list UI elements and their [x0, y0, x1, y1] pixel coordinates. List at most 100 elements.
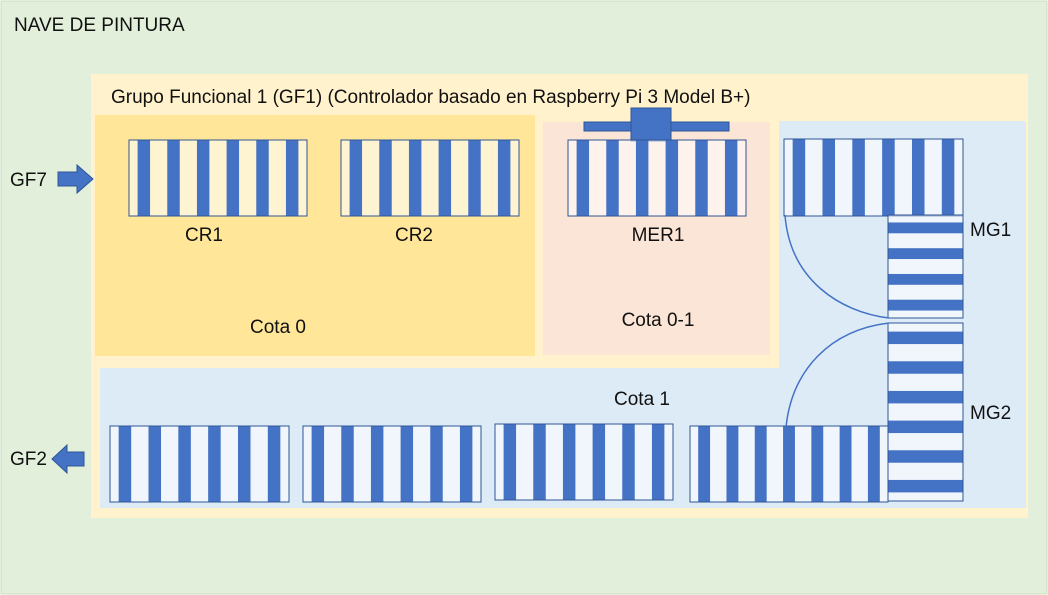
- conveyor-roller: [562, 424, 576, 500]
- conveyor-roller: [635, 140, 649, 216]
- cota0-label: Cota 0: [250, 317, 306, 338]
- conveyor-roller: [724, 140, 738, 216]
- group-title: Grupo Funcional 1 (GF1) (Controlador bas…: [111, 87, 750, 108]
- conveyor-cota1-4: [689, 425, 889, 503]
- conveyor-cr1: [128, 139, 308, 217]
- conveyor-body: [303, 426, 481, 502]
- conveyor-roller: [379, 140, 392, 216]
- mg2-curve: [785, 322, 890, 428]
- conveyor-roller: [196, 140, 210, 216]
- conveyor-roller: [783, 426, 795, 502]
- conveyor-frame: [783, 138, 964, 217]
- conveyor-roller: [226, 140, 240, 216]
- conveyor-roller: [665, 140, 679, 216]
- conveyor-roller: [888, 299, 963, 311]
- conveyor-body: [341, 140, 519, 216]
- conveyor-frame: [128, 139, 308, 217]
- conveyor-roller: [695, 140, 708, 216]
- conveyor-roller: [888, 331, 963, 345]
- hall-title: NAVE DE PINTURA: [14, 15, 185, 36]
- conveyor-roller: [888, 222, 963, 234]
- conveyor-roller: [888, 361, 963, 374]
- conveyor-roller: [792, 139, 806, 216]
- mg1-label: MG1: [970, 220, 1011, 241]
- conveyor-roller: [576, 140, 590, 216]
- conveyor-frame: [887, 214, 964, 319]
- conveyor-mg1: [887, 214, 964, 319]
- conveyor-roller: [497, 140, 511, 216]
- conveyor-body: [495, 424, 673, 500]
- conveyor-roller: [867, 426, 880, 502]
- conveyor-roller: [178, 426, 191, 502]
- conveyor-roller: [726, 426, 739, 502]
- conveyor-roller: [822, 139, 836, 216]
- cr1-label: CR1: [185, 225, 223, 246]
- conveyor-roller: [468, 140, 481, 216]
- arrow-left-icon: [51, 443, 85, 475]
- conveyor-roller: [148, 426, 162, 502]
- conveyor-roller: [533, 424, 546, 500]
- conveyor-roller: [754, 426, 767, 502]
- conveyor-roller: [208, 426, 221, 502]
- conveyor-body: [568, 140, 746, 216]
- mer1-label: MER1: [632, 225, 685, 246]
- conveyor-roller: [811, 426, 824, 502]
- conveyor-roller: [622, 424, 635, 500]
- gf7-label: GF7: [10, 170, 47, 191]
- conveyor-frame: [109, 425, 290, 503]
- conveyor-frame: [494, 423, 674, 501]
- conveyor-roller: [167, 140, 180, 216]
- conveyor-roller: [438, 140, 452, 216]
- conveyor-roller: [503, 424, 517, 500]
- conveyor-roller: [606, 140, 619, 216]
- conveyor-roller: [839, 426, 852, 502]
- conveyor-roller: [118, 426, 132, 502]
- conveyor-roller: [888, 248, 963, 260]
- gf2-label: GF2: [10, 449, 47, 470]
- cota1-label: Cota 1: [614, 389, 670, 410]
- conveyor-cota1-2: [302, 425, 482, 503]
- conveyor-roller: [882, 139, 895, 216]
- conveyor-body: [110, 426, 289, 502]
- conveyor-mg2: [887, 322, 964, 502]
- conveyor-roller: [941, 139, 955, 216]
- conveyor-roller: [400, 426, 414, 502]
- conveyor-frame: [887, 322, 964, 502]
- conveyor-roller: [430, 426, 443, 502]
- conveyor-roller: [888, 273, 963, 285]
- conveyor-roller: [592, 424, 606, 500]
- mg2-label: MG2: [970, 403, 1011, 424]
- conveyor-frame: [340, 139, 520, 217]
- conveyor-roller: [137, 140, 151, 216]
- conveyor-body: [129, 140, 307, 216]
- conveyor-roller: [888, 450, 963, 463]
- conveyor-roller: [408, 140, 422, 216]
- conveyor-roller: [285, 140, 299, 216]
- cota1-area: [100, 121, 1026, 508]
- conveyor-roller: [651, 424, 665, 500]
- cota01-label: Cota 0-1: [622, 310, 695, 331]
- conveyor-roller: [267, 426, 281, 502]
- conveyor-roller: [888, 479, 963, 493]
- conveyor-roller: [459, 426, 473, 502]
- conveyor-roller: [911, 139, 925, 216]
- mer1-lift-block: [630, 107, 672, 142]
- arrow-right-icon: [57, 163, 94, 195]
- conveyor-roller: [311, 426, 325, 502]
- conveyor-mer1: [567, 139, 747, 217]
- cr2-label: CR2: [395, 225, 433, 246]
- conveyor-roller: [888, 390, 963, 404]
- conveyor-cota1-3: [494, 423, 674, 501]
- conveyor-cota1-top: [783, 138, 964, 217]
- conveyor-roller: [698, 426, 711, 502]
- conveyor-cota1-1: [109, 425, 290, 503]
- conveyor-roller: [370, 426, 384, 502]
- conveyor-frame: [567, 139, 747, 217]
- conveyor-roller: [341, 426, 354, 502]
- conveyor-body: [784, 139, 963, 216]
- mg1-curve: [784, 214, 890, 319]
- conveyor-roller: [852, 139, 865, 216]
- conveyor-frame: [302, 425, 482, 503]
- conveyor-cr2: [340, 139, 520, 217]
